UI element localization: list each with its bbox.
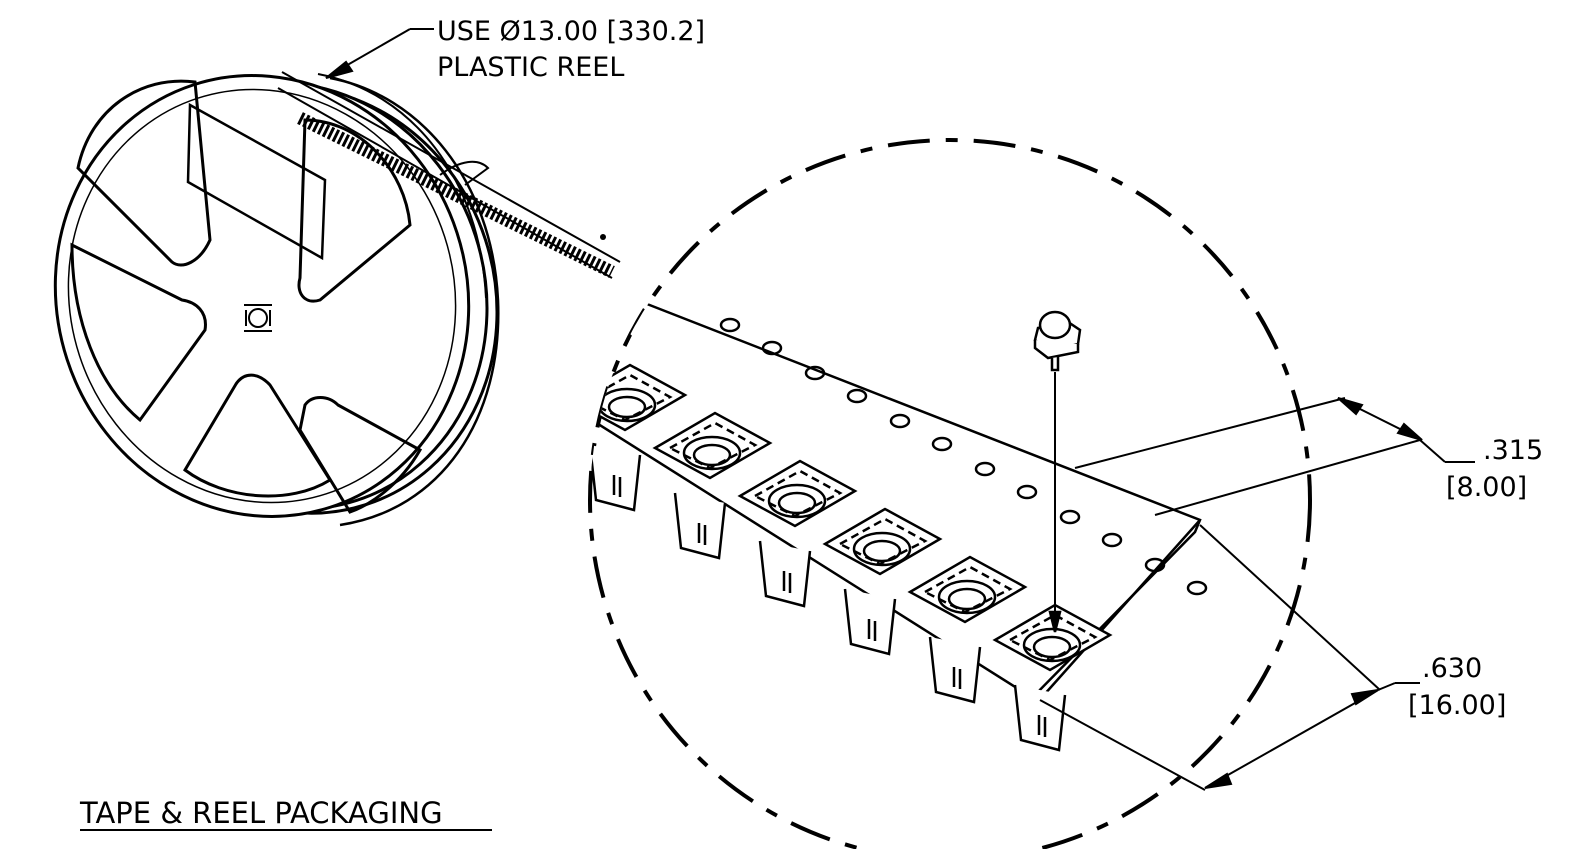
reel-hub (244, 304, 272, 332)
carrier-tape-strip (277, 71, 621, 279)
reel-window-right (297, 118, 412, 303)
reel-flange (53, 74, 471, 518)
reel-callout-leader (325, 28, 434, 79)
sprocket-hole (1059, 509, 1081, 525)
reel-window-left (70, 242, 207, 423)
tape-pocket (907, 555, 1028, 704)
tape-pocket (992, 603, 1113, 752)
detail-tape-section (590, 268, 1208, 752)
sprocket-hole (974, 461, 996, 477)
reel-window-bottom (183, 373, 333, 498)
sprocket-hole (1144, 557, 1166, 573)
sprocket-hole (889, 413, 911, 429)
sprocket-hole (761, 340, 783, 356)
sprocket-hole (804, 365, 826, 381)
led-component (1033, 310, 1082, 633)
tape-pocket (652, 411, 773, 560)
dimension-lines (1039, 397, 1475, 791)
reel-callout-line1: USE Ø13.00 [330.2] (437, 16, 705, 47)
width-dimension-mm: [16.00] (1408, 690, 1506, 721)
sprocket-hole (1016, 484, 1038, 500)
pitch-dimension-inch: .315 (1483, 435, 1543, 466)
detail-view-circle (588, 138, 1312, 849)
reel-callout-line2: PLASTIC REEL (437, 52, 624, 83)
sprocket-hole (931, 436, 953, 452)
sprocket-hole (1101, 532, 1123, 548)
plastic-reel (53, 73, 500, 527)
pitch-dimension-mm: [8.00] (1446, 472, 1527, 503)
drawing-title: TAPE & REEL PACKAGING (79, 796, 443, 830)
sprocket-hole (846, 388, 868, 404)
tape-pocket (590, 363, 688, 512)
sprocket-hole (719, 317, 741, 333)
tape-pocket (822, 507, 943, 656)
reel-window-top (76, 79, 212, 267)
tape-pocket (737, 459, 858, 608)
sprocket-hole (1186, 580, 1208, 596)
reel-label-area (186, 102, 327, 261)
reel-window-lower-right (298, 396, 423, 514)
width-dimension-inch: .630 (1422, 653, 1482, 684)
